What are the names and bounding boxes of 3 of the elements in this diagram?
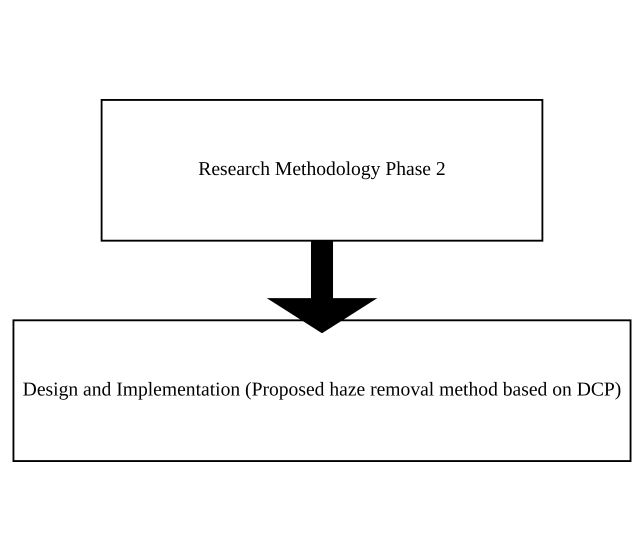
node-box: Research Methodology Phase 2	[100, 98, 544, 242]
arrow	[266, 240, 378, 333]
node-box: Design and Implementation (Proposed haze removal method based on DCP)	[12, 318, 632, 462]
